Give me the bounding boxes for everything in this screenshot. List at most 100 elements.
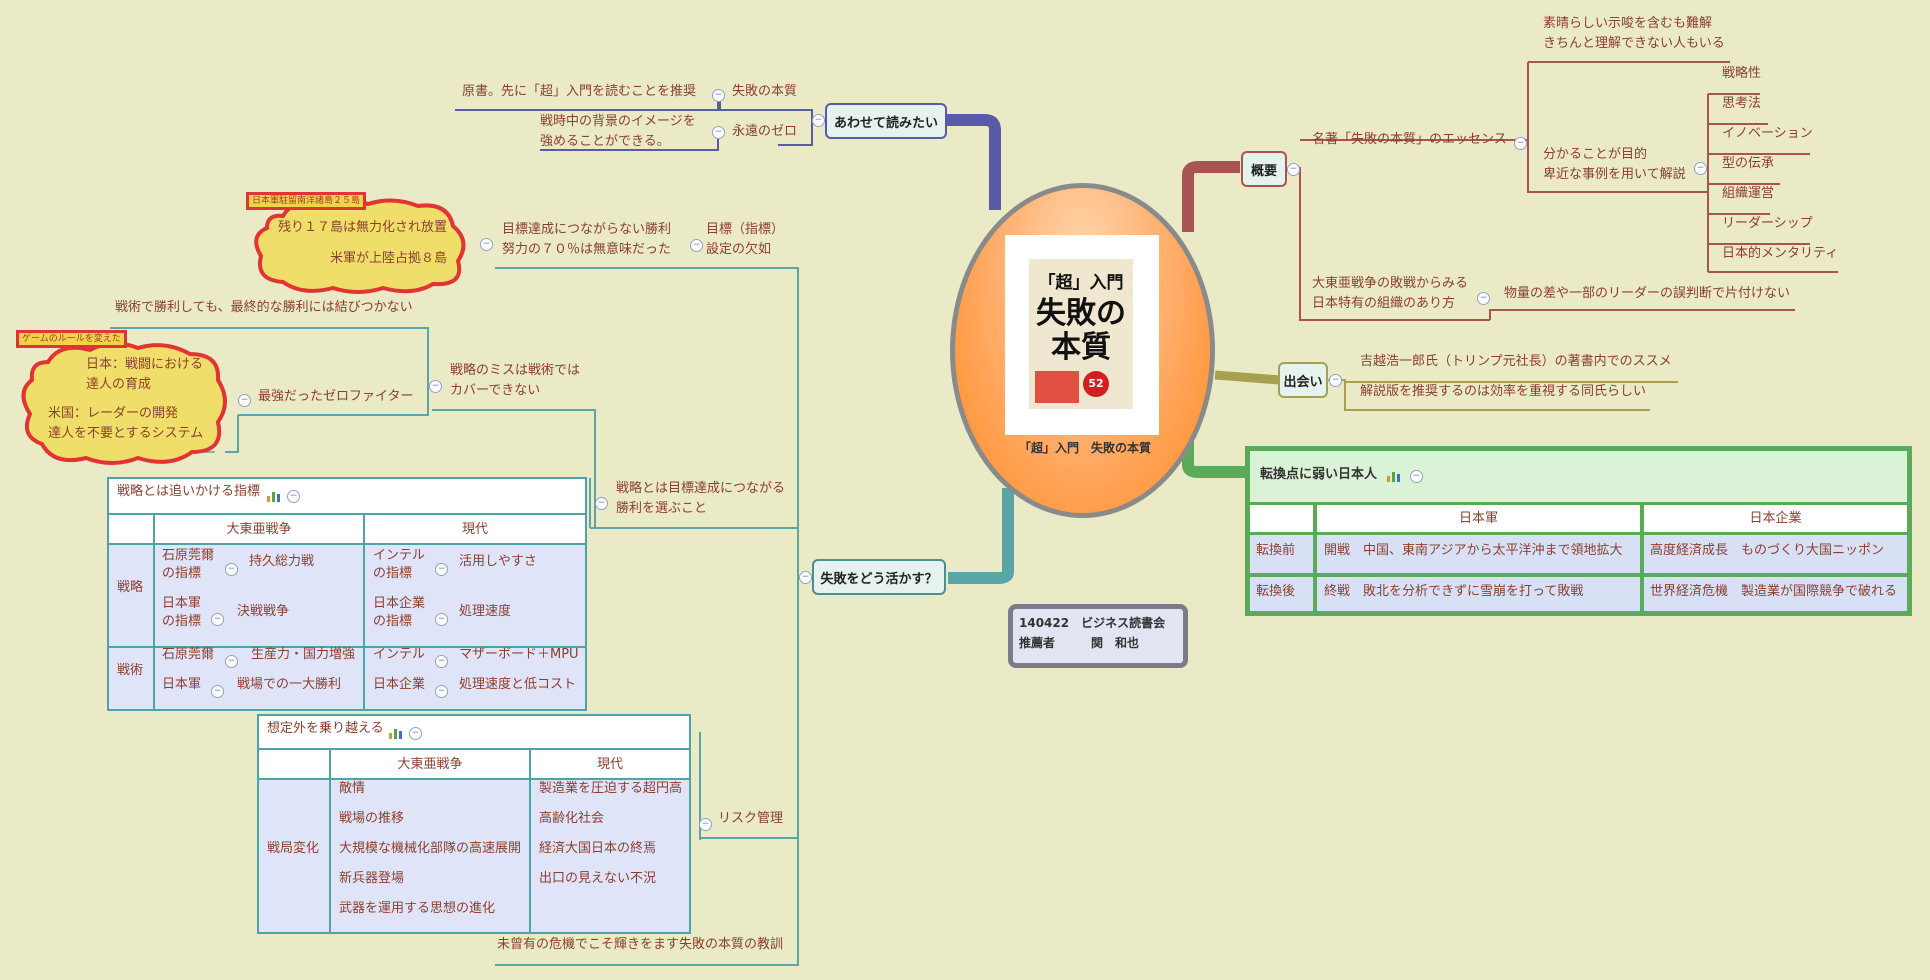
gaiyou-item-4: 組織運営: [1722, 186, 1775, 201]
collapse-icon[interactable]: −: [238, 394, 251, 407]
topic-ikasu[interactable]: 失敗をどう活かす？: [812, 559, 946, 595]
table2-title: 想定外を乗り越える: [267, 721, 384, 736]
book-top-text: 「超」入門: [1038, 273, 1124, 293]
strategy-label2[interactable]: 勝利を選ぶこと: [616, 501, 708, 516]
gaiyou-defeat1: 大東亜戦争の敗戦からみる: [1312, 276, 1469, 291]
collapse-icon[interactable]: −: [699, 818, 712, 831]
goal-label2[interactable]: 設定の欠如: [706, 242, 772, 257]
gaiyou-defeat2: 日本特有の組織のあり方: [1312, 296, 1456, 311]
goal-text2: 努力の７０％は無意味だった: [502, 242, 672, 257]
turning-col1: 日本軍: [1458, 511, 1498, 526]
table1-u1a: インテル: [373, 647, 426, 662]
goal-label1[interactable]: 目標（指標）: [706, 222, 785, 237]
table1-u1v: マザーボード＋MPU: [459, 647, 579, 662]
table1-t2v: 戦場での一大勝利: [237, 677, 342, 692]
collapse-icon[interactable]: −: [1410, 470, 1423, 483]
collapse-icon[interactable]: −: [435, 613, 448, 626]
tactic-top: 戦術で勝利しても、最終的な勝利には結びつかない: [115, 300, 413, 315]
topic-gaiyou[interactable]: 概要: [1241, 151, 1287, 187]
awasete-b2-label[interactable]: 永遠のゼロ: [732, 124, 798, 139]
deai-line1: 吉越浩一郎氏（トリンプ元社長）の著書内でのススメ: [1360, 354, 1672, 369]
collapse-icon[interactable]: −: [1477, 292, 1490, 305]
table1-t1a: 石原莞爾: [162, 647, 215, 662]
cloud-shape-1: [254, 197, 466, 294]
event-box[interactable]: 140422 ビジネス読書会 推薦者 関 和也: [1008, 604, 1188, 668]
collapse-icon[interactable]: −: [799, 571, 812, 584]
chart-icon: [267, 492, 280, 502]
table1-m1b: の指標: [373, 566, 413, 581]
gaiyou-item-2: イノベーション: [1722, 126, 1813, 141]
collapse-icon[interactable]: −: [480, 238, 493, 251]
collapse-icon[interactable]: −: [595, 497, 608, 510]
collapse-icon[interactable]: −: [712, 89, 725, 102]
turning-row1-c1: 終戦 敗北を分析できずに雪崩を打って敗戦: [1324, 584, 1584, 599]
collapse-icon[interactable]: −: [211, 613, 224, 626]
table1-h2: 現代: [461, 522, 488, 537]
turning-col2: 日本企業: [1749, 511, 1802, 526]
gaiyou-item-5: リーダーシップ: [1722, 216, 1813, 231]
collapse-icon[interactable]: −: [712, 126, 725, 139]
gaiyou-item-6: 日本的メンタリティ: [1722, 246, 1839, 261]
event-line2: 推薦者 関 和也: [1019, 636, 1140, 650]
collapse-icon[interactable]: −: [1694, 162, 1707, 175]
awasete-b2-text1: 戦時中の背景のイメージを: [540, 114, 696, 129]
table1-s2b: の指標: [162, 614, 202, 629]
strategy-label1[interactable]: 戦略とは目標達成につながる: [616, 481, 786, 496]
collapse-icon[interactable]: −: [812, 114, 825, 127]
risk-label[interactable]: リスク管理: [718, 811, 784, 826]
table1-title: 戦略とは追いかける指標: [117, 484, 261, 499]
goal-text1: 目標達成につながらない勝利: [502, 222, 672, 237]
awasete-b1-label[interactable]: 失敗の本質: [732, 84, 798, 99]
topic-awasete[interactable]: あわせて読みたい: [825, 103, 947, 139]
turning-title[interactable]: 転換点に弱い日本人: [1260, 467, 1378, 482]
table1-s2a: 日本軍: [162, 596, 202, 611]
awasete-b1-text: 原書。先に「超」入門を読むことを推奨: [462, 84, 697, 99]
collapse-icon[interactable]: −: [690, 239, 703, 252]
collapse-icon[interactable]: −: [1514, 137, 1527, 150]
turning-row0-c1: 開戦 中国、東南アジアから太平洋沖まで領地拡大: [1324, 543, 1623, 558]
table2-left-0: 敵情: [339, 781, 366, 796]
table1-s1v: 持久総力戦: [249, 554, 315, 569]
turning-row1-c2: 世界経済危機 製造業が国際競争で破れる: [1650, 584, 1898, 599]
awasete-b2-text2: 強めることができる。: [540, 134, 670, 149]
zero-fighter: 最強だったゼロファイター: [258, 389, 414, 404]
collapse-icon[interactable]: −: [225, 655, 238, 668]
collapse-icon[interactable]: −: [287, 490, 300, 503]
gaiyou-item-3: 型の伝承: [1722, 156, 1775, 171]
topic-deai[interactable]: 出会い: [1278, 362, 1328, 398]
collapse-icon[interactable]: −: [435, 655, 448, 668]
chart-icon: [389, 729, 402, 739]
strategy-table: 戦略とは追いかける指標 − 大東亜戦争 現代 戦略 戦術 石原莞爾 の指標 − …: [107, 477, 587, 711]
gaiyou-essence[interactable]: 名著「失敗の本質」のエッセンス: [1312, 132, 1507, 147]
gaiyou-tip2: きちんと理解できない人もいる: [1543, 36, 1725, 51]
tactic-label2[interactable]: カバーできない: [450, 383, 541, 398]
cloud1-a: 残り１７島は無力化され放置: [278, 220, 448, 235]
central-caption: 「超」入門 失敗の本質: [1018, 441, 1151, 455]
book-title-line2: 本質: [1051, 330, 1111, 365]
table2-left-1: 戦場の推移: [339, 811, 405, 826]
bottom-lesson: 未曾有の危機でこそ輝きをます失敗の本質の教訓: [497, 937, 784, 952]
turning-header: 転換点に弱い日本人 −: [1250, 451, 1907, 505]
cloud2-tag: ゲームのルールを変えた: [16, 330, 127, 348]
table2-left-2: 大規模な機械化部隊の高速展開: [339, 841, 522, 856]
collapse-icon[interactable]: −: [429, 380, 442, 393]
collapse-icon[interactable]: −: [1329, 374, 1342, 387]
gaiyou-purpose2: 卑近な事例を用いて解説: [1543, 167, 1686, 182]
collapse-icon[interactable]: −: [211, 685, 224, 698]
collapse-icon[interactable]: −: [435, 563, 448, 576]
table1-u2a: 日本企業: [373, 677, 426, 692]
gaiyou-purpose1: 分かることが目的: [1543, 147, 1648, 162]
collapse-icon[interactable]: −: [1287, 163, 1300, 176]
cloud1-tag: 日本軍駐留南洋諸島２５島: [246, 192, 367, 210]
collapse-icon[interactable]: −: [409, 727, 422, 740]
table2-right-0: 製造業を圧迫する超円高: [539, 781, 683, 796]
cloud2-a2: 達人の育成: [86, 377, 152, 392]
book-title-line1: 失敗の: [1036, 296, 1126, 331]
cloud2-b1: 米国：レーダーの開発: [48, 406, 179, 421]
tactic-label1[interactable]: 戦略のミスは戦術では: [450, 363, 581, 378]
collapse-icon[interactable]: −: [225, 563, 238, 576]
cloud1-b: 米軍が上陸占拠８島: [330, 251, 448, 266]
collapse-icon[interactable]: −: [435, 685, 448, 698]
event-line1: 140422 ビジネス読書会: [1019, 616, 1166, 630]
table1-m2b: の指標: [373, 614, 413, 629]
